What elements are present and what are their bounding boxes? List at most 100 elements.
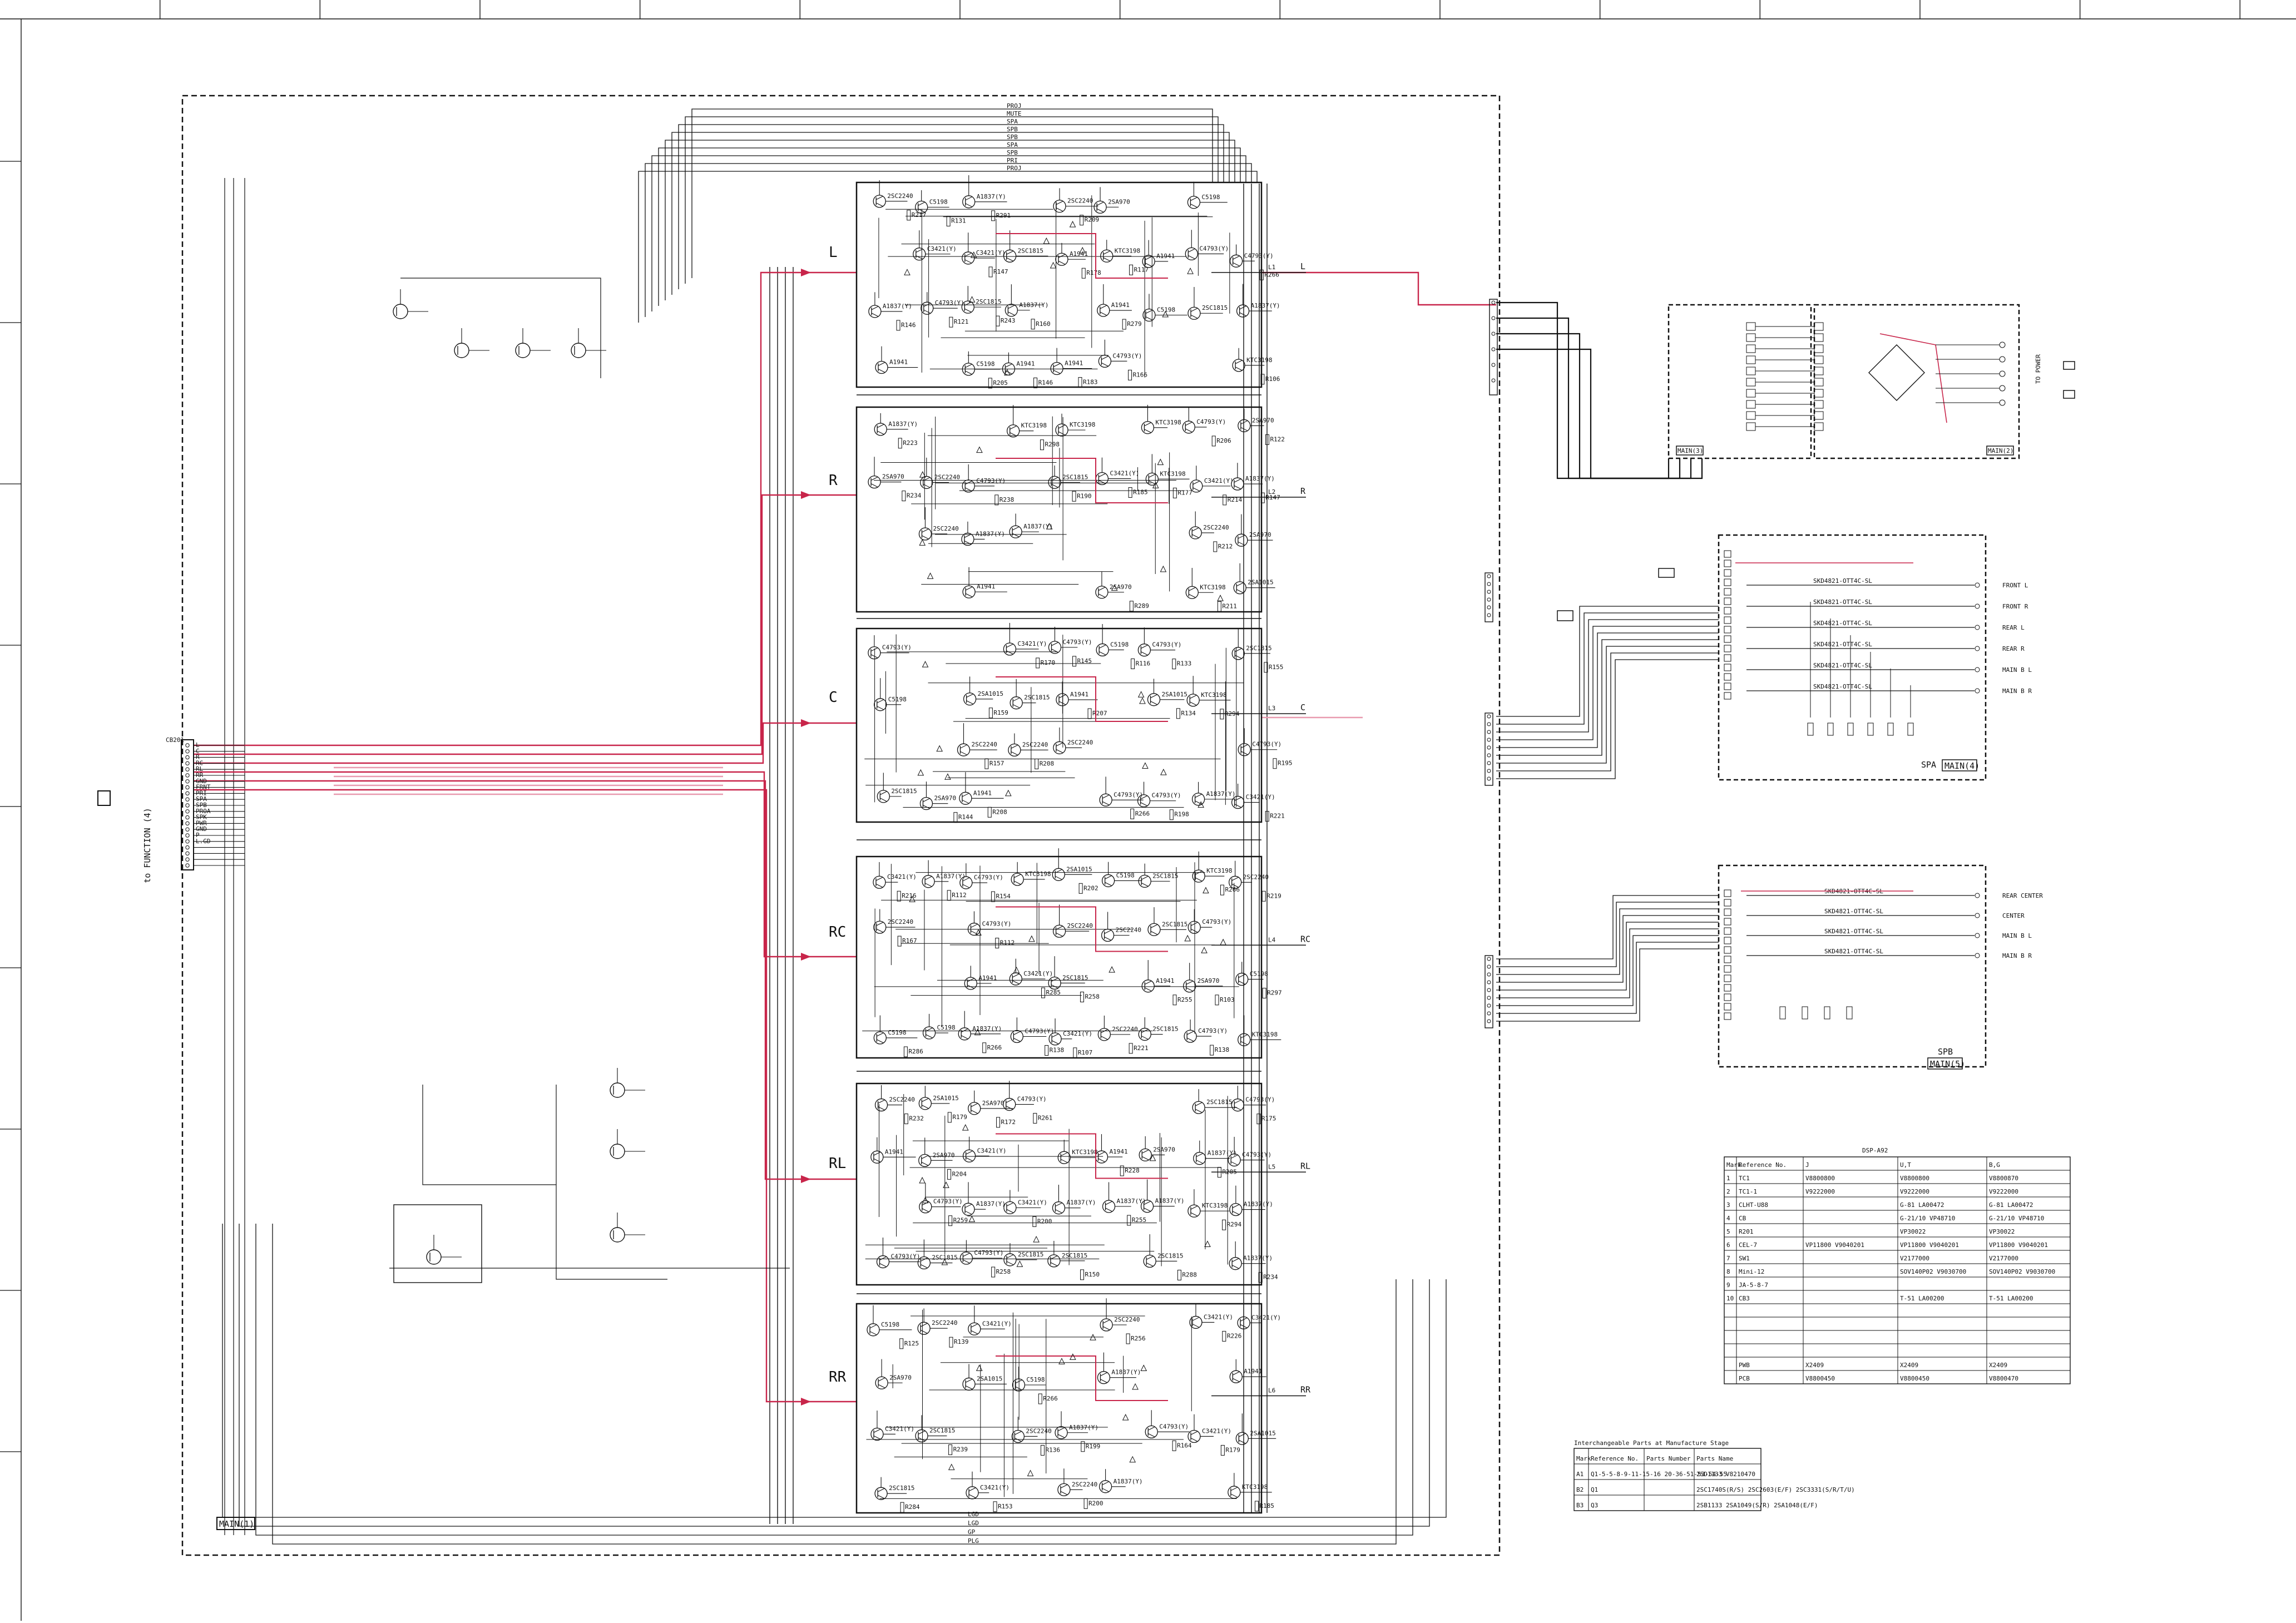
connector-signal-label: RR: [196, 771, 204, 779]
part-label: C3421(Y): [885, 1425, 914, 1432]
spa-output-label: MAIN B R: [2002, 687, 2032, 695]
resistor-symbol: [1254, 1501, 1259, 1512]
resistor-symbol: [1078, 377, 1082, 388]
terminal-pin: [1999, 385, 2006, 392]
transistor-symbol: [1141, 979, 1155, 993]
connector-pin: [1487, 972, 1491, 977]
transistor-symbol: [868, 305, 882, 318]
transistor-symbol: [1137, 794, 1151, 808]
wire-to-spa: [1496, 606, 1719, 717]
transistor-lead: [1005, 363, 1012, 368]
transistor-symbol: [1238, 743, 1251, 756]
transistor-symbol: [1187, 196, 1201, 209]
part-label: A1941: [978, 974, 997, 982]
terminal: [1724, 578, 1731, 586]
transistor-symbol: [1009, 972, 1022, 986]
parts-table-interchangeable-cell: 2SB1133 2SA1049(S/R) 2SA1048(E/F): [1696, 1502, 1818, 1509]
transistor-symbol: [515, 343, 531, 358]
spa-output-label: MAIN B L: [2002, 666, 2032, 674]
part-label: R185: [1133, 488, 1148, 496]
transistor-symbol: [1140, 1200, 1154, 1213]
transistor-lead: [870, 477, 878, 481]
part-label: 2SC1815: [1246, 645, 1271, 652]
power-board: MAIN(3) MAIN(2) TO POWER: [1667, 304, 2075, 459]
transistor-lead: [1146, 1255, 1154, 1260]
part-label: R147: [993, 268, 1008, 275]
part-label: C3421(Y): [927, 245, 957, 253]
wire-to-spa: [1496, 619, 1719, 733]
part-label: A1941: [1016, 360, 1035, 367]
part-label: C3421(Y): [1204, 1313, 1233, 1320]
transistor-symbol: [957, 743, 971, 756]
spb-board-frame: [1718, 864, 1987, 1068]
transistor-lead: [1101, 1036, 1108, 1040]
part-label: C4793(Y): [1199, 245, 1229, 252]
internal-signal-trace: [996, 1133, 1168, 1179]
transistor-lead: [1234, 797, 1241, 801]
transistor-lead: [1192, 1323, 1200, 1328]
part-label: 2SA970: [1249, 531, 1271, 538]
connector-spb: [1485, 955, 1493, 1028]
ground-symbol: [974, 1028, 981, 1036]
transistor-lead: [1104, 930, 1111, 934]
channel-l-label: L: [829, 244, 838, 261]
connector-pin: [1487, 996, 1491, 1000]
transistor-lead: [1010, 425, 1017, 430]
part-label: C3421(Y): [1110, 469, 1139, 477]
transistor-lead: [1149, 480, 1156, 484]
parts-table-dsp-cell: V8800450: [1805, 1375, 1835, 1382]
transistor-lead: [1098, 473, 1106, 477]
signal-arrow: [801, 1398, 811, 1406]
terminal: [1724, 692, 1731, 700]
part-label: R286: [908, 1048, 923, 1055]
parts-table-dsp-cell: 7: [1726, 1255, 1730, 1262]
transistor-symbol: [1238, 419, 1251, 433]
terminal: [1724, 588, 1731, 596]
protection-circuit: [389, 278, 790, 1283]
transistor-lead: [962, 884, 970, 888]
transistor-lead: [1013, 880, 1021, 885]
transistor-lead: [1236, 589, 1244, 593]
internal-signal-trace: [996, 676, 1168, 722]
transistor-symbol: [1047, 1254, 1061, 1268]
transistor-lead: [1188, 248, 1195, 253]
input-signal-line: [194, 771, 857, 958]
spb-label: SPB: [1938, 1047, 1953, 1057]
transistor-lead: [1101, 362, 1109, 367]
terminal: [1724, 908, 1731, 916]
resistor-symbol: [1262, 988, 1266, 999]
connector-pin: [1487, 1003, 1491, 1008]
terminal: [1724, 965, 1731, 973]
transistor-symbol: [454, 343, 469, 358]
transistor-lead: [1190, 922, 1198, 926]
resistor-symbol: [1040, 439, 1044, 451]
part-label: 2SC2240: [1026, 1427, 1051, 1434]
transistor-symbol: [919, 797, 933, 810]
parts-table-dsp-cell: 10: [1726, 1295, 1734, 1302]
rail-label: SPA: [1007, 118, 1018, 125]
resistor-symbol: [904, 1114, 908, 1125]
relay-coil: [1867, 723, 1874, 736]
connector-pin: [1491, 347, 1496, 352]
resistor-symbol: [1033, 377, 1038, 388]
rail-label: SPB: [1007, 149, 1018, 156]
terminal: [1724, 946, 1731, 954]
transistor-lead: [1015, 1379, 1022, 1384]
terminal: [1724, 682, 1731, 690]
terminal: [1724, 597, 1731, 605]
transistor-lead: [1190, 204, 1198, 208]
power-rails: PROJMUTESPASPBSPBSPASPBPRIPROJLGDLGDGPPL…: [194, 102, 1496, 1545]
transistor-lead: [876, 928, 884, 933]
transistor-lead: [1056, 742, 1063, 746]
transistor-symbol: [962, 1203, 975, 1216]
part-label: R211: [1222, 602, 1237, 610]
transistor-lead: [875, 196, 883, 200]
part-label: 2SC2240: [889, 1096, 915, 1104]
transistor-lead: [878, 1100, 885, 1104]
part-label: 2SA970: [1198, 977, 1220, 984]
part-label: A1941: [1109, 1148, 1127, 1155]
transistor-lead: [1055, 875, 1062, 880]
spa-output-label: FRONT L: [2002, 582, 2028, 589]
